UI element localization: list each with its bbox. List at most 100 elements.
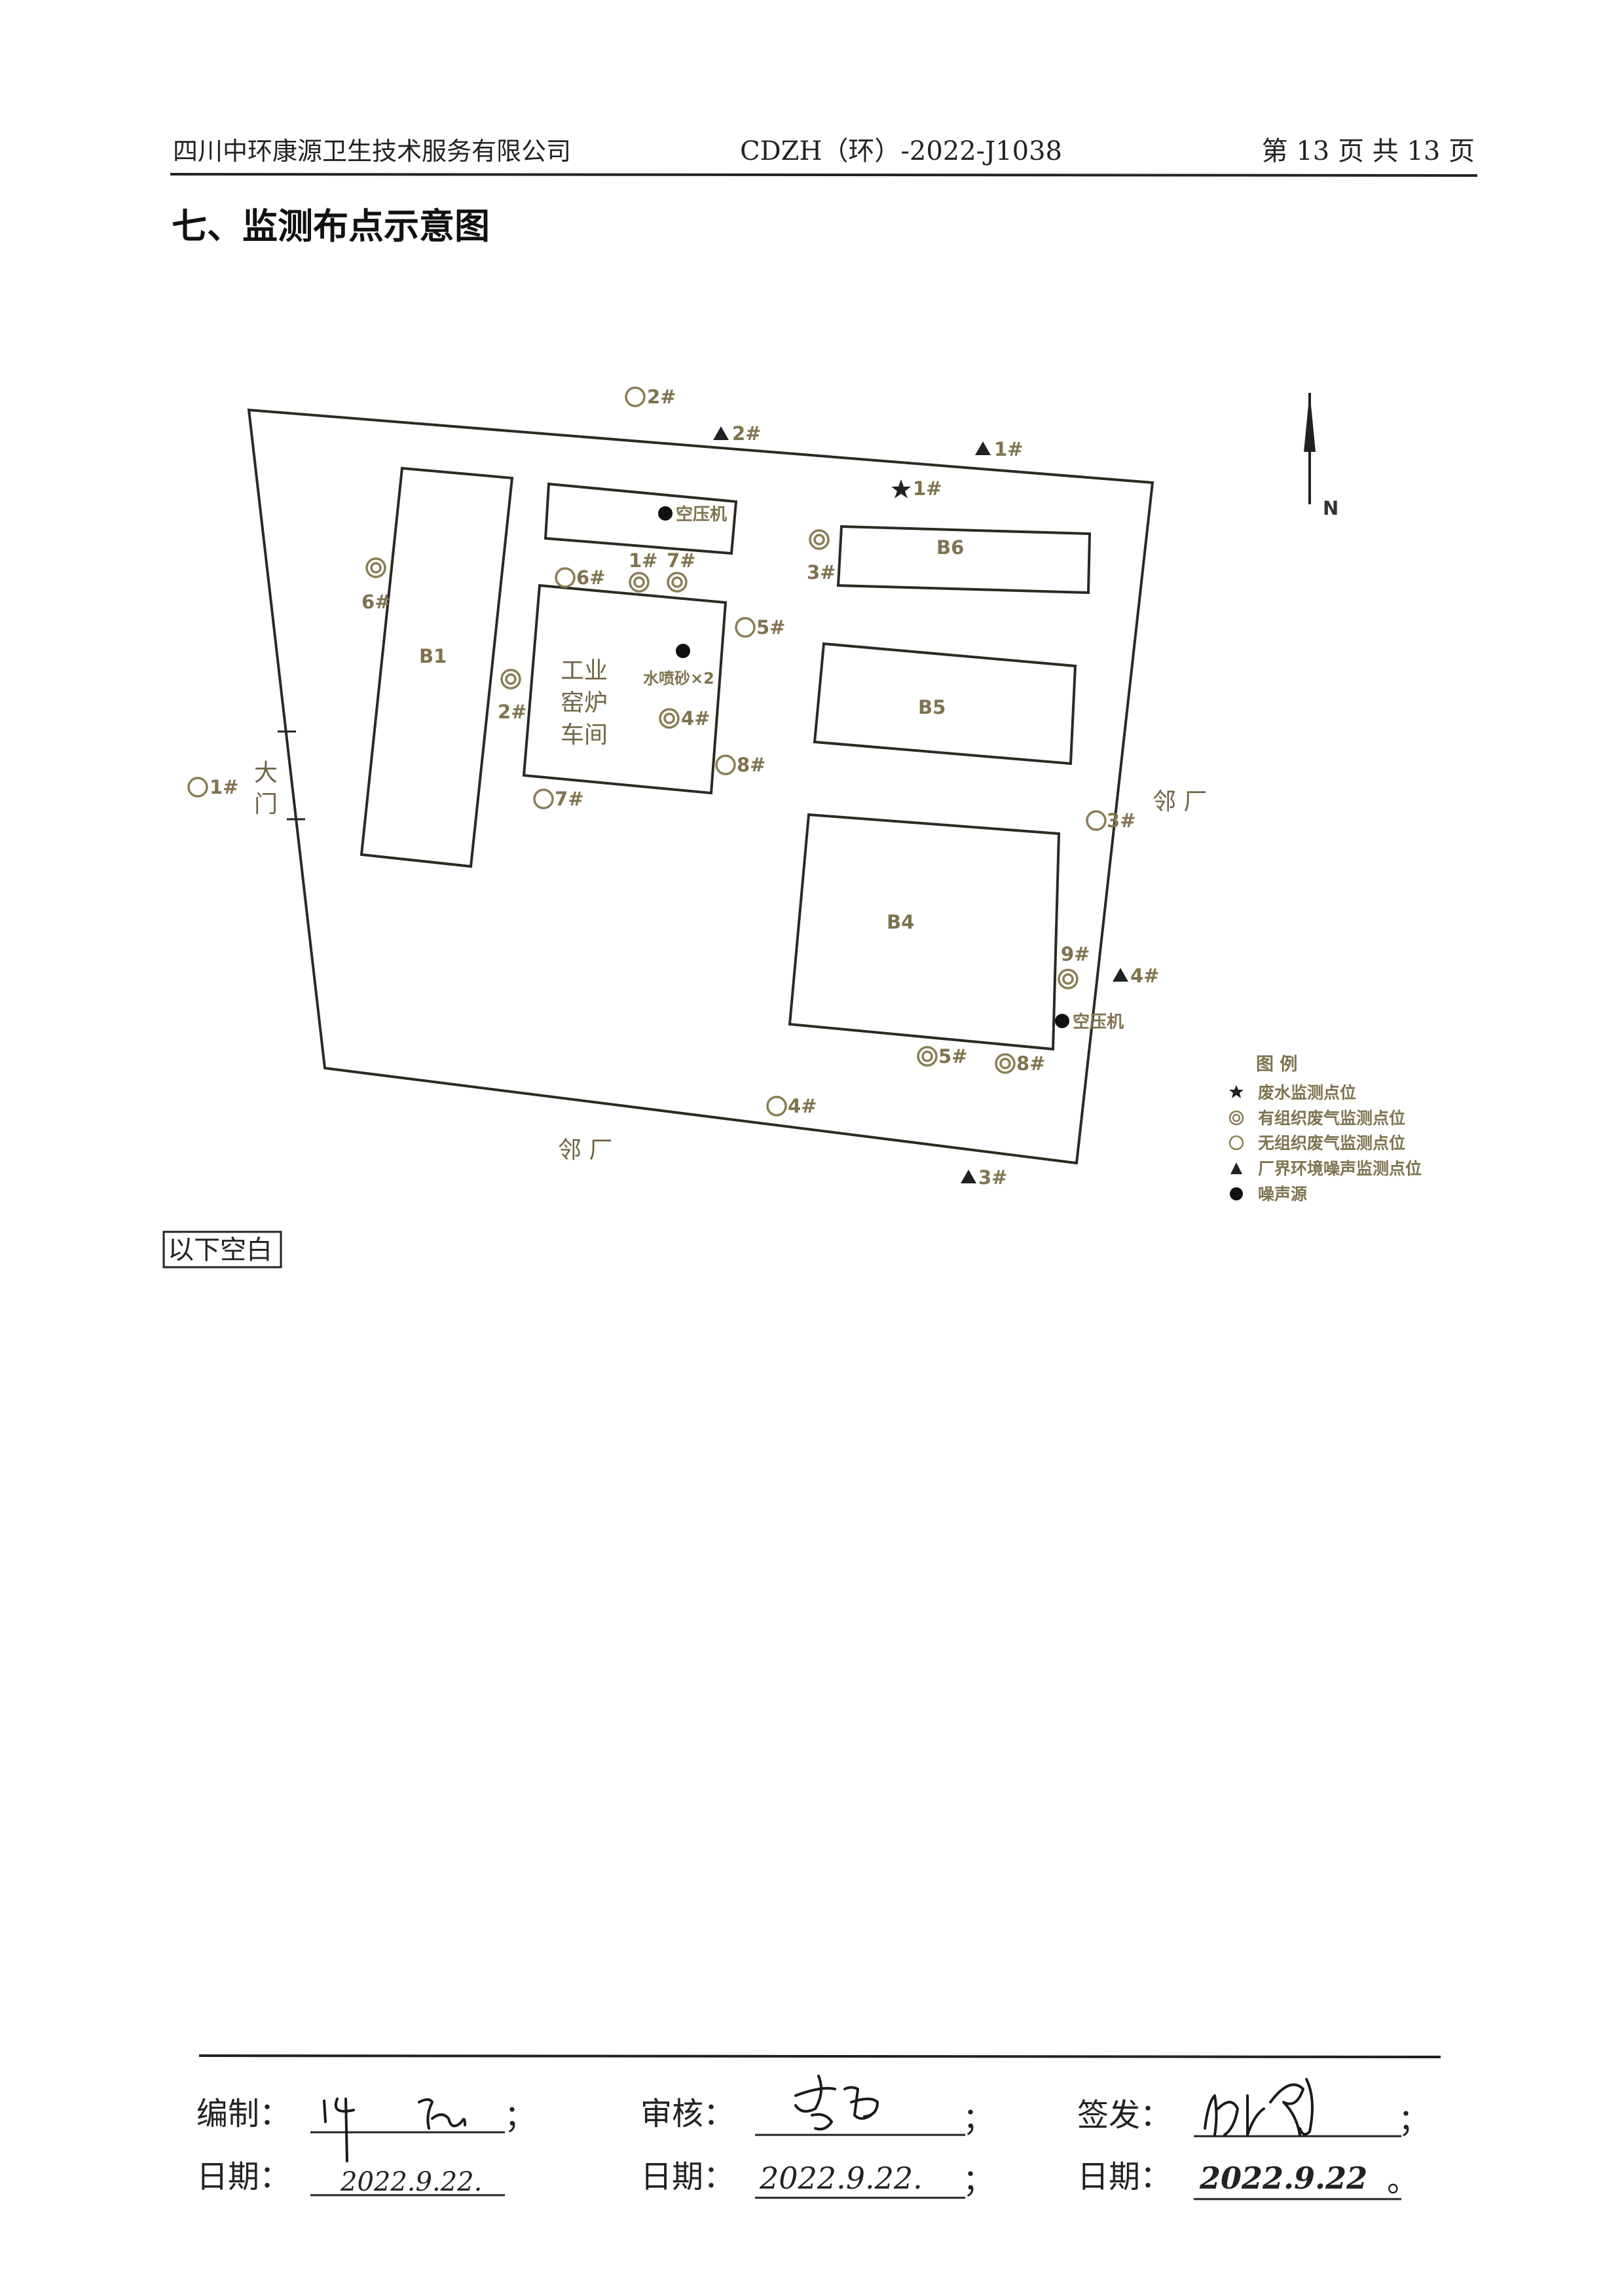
org-point-9: 9# xyxy=(1061,943,1090,965)
issued-date-period: 。 xyxy=(1387,2162,1418,2199)
triangle-icon xyxy=(975,441,991,455)
header-company: 四川中环康源卫生技术服务有限公司 xyxy=(173,137,571,166)
org-point-8: 8# xyxy=(1016,1052,1045,1075)
unorg-point-5: 5# xyxy=(756,616,785,639)
date-label-2: 日期： xyxy=(640,2158,735,2195)
legend: 图 例 废水监测点位 有组织废气监测点位 无组织废气监测点位 厂界环境噪声监测点… xyxy=(1228,1054,1422,1204)
gate-label-2: 门 xyxy=(254,791,278,818)
blank-note-box xyxy=(162,1231,282,1268)
legend-item-unorganized: 无组织废气监测点位 xyxy=(1258,1134,1405,1153)
issued-semicolon: ； xyxy=(1398,2102,1430,2139)
unorganized-point-icon xyxy=(187,777,208,798)
neighbor-label-east: 邻 厂 xyxy=(1153,788,1207,815)
building-b6-label: B6 xyxy=(936,536,964,559)
site-map: B1 B6 B5 B4 工业 窑炉 车间 大 门 邻 厂 邻 厂 N 空压机 水… xyxy=(187,386,1338,1189)
header-doc-number: CDZH（环）-2022-J1038 xyxy=(740,136,1062,166)
organized-point-icon xyxy=(1058,969,1079,990)
workshop-label-3: 车间 xyxy=(561,722,608,749)
noise-source-icon xyxy=(676,644,690,658)
org-point-5: 5# xyxy=(938,1045,967,1067)
building-b4 xyxy=(788,813,1061,1051)
noise-point-1: 1# xyxy=(994,438,1023,460)
date2-semicolon: ； xyxy=(963,2162,994,2199)
reviewer-signature xyxy=(794,2075,879,2131)
section-title: 七、监测布点示意图 xyxy=(172,206,490,247)
legend-title: 图 例 xyxy=(1256,1054,1297,1075)
organized-point-icon xyxy=(365,557,386,578)
building-b4-label: B4 xyxy=(887,911,914,933)
footer-rule xyxy=(198,2054,1441,2058)
organized-point-icon xyxy=(1228,1110,1244,1126)
issuer-signature xyxy=(1204,2078,1314,2136)
triangle-icon xyxy=(1230,1162,1242,1174)
header-page-info: 第 13 页 共 13 页 xyxy=(1262,136,1475,166)
compiled-semicolon: ； xyxy=(504,2098,536,2135)
org-point-3: 3# xyxy=(807,561,836,583)
header-rule xyxy=(170,173,1478,177)
org-point-4: 4# xyxy=(681,707,710,730)
noise-point-4: 4# xyxy=(1130,965,1159,987)
legend-item-organized: 有组织废气监测点位 xyxy=(1258,1109,1405,1128)
compressor-room xyxy=(544,482,738,555)
unorganized-point-icon xyxy=(555,567,576,588)
issued-date: 2022.9.22 xyxy=(1199,2160,1367,2196)
noise-source-icon xyxy=(658,506,673,521)
sandblast-label: 水喷砂×2 xyxy=(643,669,714,688)
organized-point-icon xyxy=(659,708,680,729)
noise-source-icon xyxy=(1230,1187,1243,1200)
triangle-icon xyxy=(961,1170,976,1183)
building-b6 xyxy=(836,525,1092,595)
organized-point-icon xyxy=(809,529,830,550)
star-icon xyxy=(891,479,911,498)
star-icon xyxy=(1229,1085,1244,1098)
noise-source-icon xyxy=(1055,1014,1069,1028)
unorg-point-3: 3# xyxy=(1107,809,1135,832)
kiln-workshop xyxy=(522,583,728,795)
issued-label: 签发： xyxy=(1077,2097,1172,2134)
unorganized-point-icon xyxy=(735,617,756,638)
north-label: N xyxy=(1323,497,1338,519)
organized-point-icon xyxy=(500,669,521,690)
org-point-2: 2# xyxy=(498,701,526,723)
unorganized-point-icon xyxy=(625,386,646,407)
unorg-point-2: 2# xyxy=(647,386,676,408)
unorg-point-7: 7# xyxy=(555,788,583,810)
unorg-point-1: 1# xyxy=(210,776,238,798)
workshop-label-2: 窑炉 xyxy=(561,690,608,716)
building-b5-label: B5 xyxy=(918,696,946,718)
gate-label-1: 大 xyxy=(254,760,278,787)
signature-block: 编制： ； 日期： 2022.9.22. 审核： ； 日期： 2022.9.22… xyxy=(196,2075,1430,2200)
compressor-label: 空压机 xyxy=(676,504,727,525)
noise-point-2: 2# xyxy=(732,422,761,445)
organized-point-icon xyxy=(995,1053,1016,1074)
blank-note: 以下空白 xyxy=(168,1235,272,1265)
compressor-label: 空压机 xyxy=(1073,1012,1124,1032)
legend-item-noise-source: 噪声源 xyxy=(1258,1185,1307,1204)
reviewed-label: 审核： xyxy=(640,2096,735,2132)
date-label-1: 日期： xyxy=(196,2158,291,2195)
organized-point-icon xyxy=(629,572,650,593)
building-b1-label: B1 xyxy=(419,645,447,667)
compiled-date: 2022.9.22. xyxy=(340,2167,482,2197)
north-arrow-icon xyxy=(1304,392,1316,504)
site-boundary xyxy=(247,408,1154,1165)
unorganized-point-icon xyxy=(533,788,554,809)
legend-item-boundary-noise: 厂界环境噪声监测点位 xyxy=(1258,1159,1422,1178)
unorg-point-6: 6# xyxy=(576,566,605,589)
reviewed-semicolon: ； xyxy=(963,2101,994,2138)
reviewed-date: 2022.9.22. xyxy=(759,2160,923,2196)
noise-point-3: 3# xyxy=(978,1166,1007,1189)
neighbor-label-south: 邻 厂 xyxy=(558,1137,612,1164)
org-point-7: 7# xyxy=(667,549,695,572)
date-label-3: 日期： xyxy=(1077,2158,1172,2195)
unorganized-point-icon xyxy=(1086,810,1107,831)
triangle-icon xyxy=(1113,968,1128,982)
workshop-label-1: 工业 xyxy=(561,657,608,684)
unorganized-point-icon xyxy=(766,1096,787,1117)
compiler-signature xyxy=(323,2098,466,2162)
building-b1 xyxy=(360,466,514,868)
compiled-label: 编制： xyxy=(196,2096,291,2132)
unorganized-point-icon xyxy=(715,754,736,775)
legend-item-wastewater: 废水监测点位 xyxy=(1258,1083,1356,1102)
